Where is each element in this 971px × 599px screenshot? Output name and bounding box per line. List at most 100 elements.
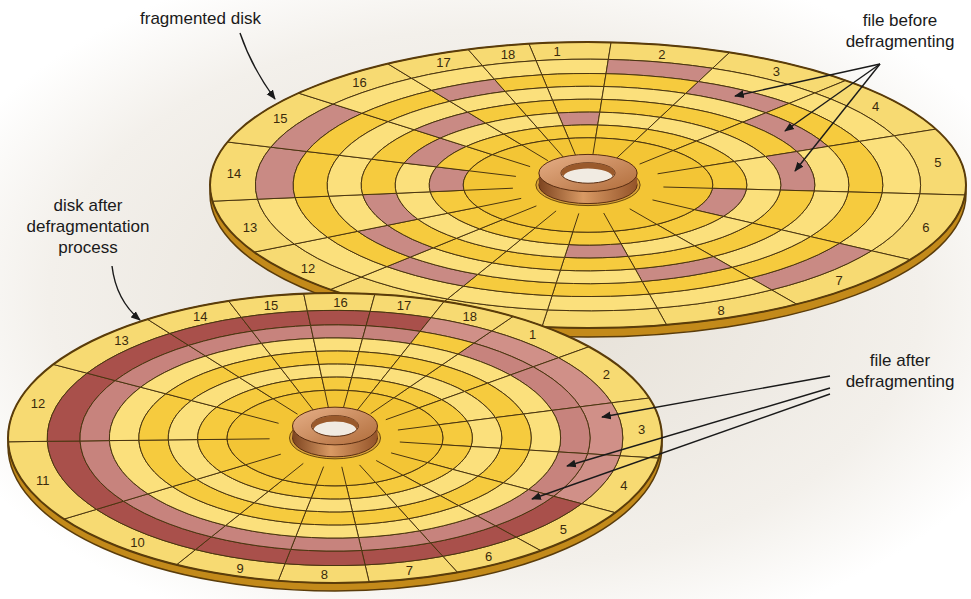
track-sector — [558, 112, 600, 126]
hub-top — [292, 407, 377, 445]
track-sector — [565, 244, 629, 258]
disk-outline — [8, 293, 662, 583]
track-sector — [536, 59, 608, 75]
sector-number: 5 — [560, 522, 567, 537]
sector-number: 5 — [934, 154, 941, 169]
track-sector — [322, 377, 352, 390]
sector-line — [400, 442, 442, 445]
sector-line — [522, 145, 548, 161]
leader-arrow — [532, 394, 830, 499]
sector-number: 3 — [638, 421, 645, 436]
rim-cell — [304, 293, 375, 311]
inner-face — [227, 390, 443, 486]
sector-line — [573, 213, 579, 231]
callout-label: file after defragmenting — [836, 350, 964, 392]
sector-number: 15 — [264, 297, 278, 312]
sector-line — [658, 167, 703, 174]
sector-number: 16 — [333, 294, 347, 309]
sector-number: 18 — [501, 47, 515, 62]
leader-arrow — [567, 388, 830, 466]
sector-line — [246, 454, 281, 465]
sector-line — [227, 438, 270, 440]
sector-line — [357, 393, 371, 411]
rim-cell — [529, 42, 611, 61]
track-sector — [542, 74, 606, 88]
sector-number: 12 — [31, 395, 45, 410]
sector-number: 4 — [620, 477, 627, 492]
callout-label: disk after defragmentation process — [18, 195, 158, 258]
hub-top — [539, 154, 637, 191]
sector-line — [316, 467, 323, 486]
callout-label: fragmented disk — [140, 8, 261, 29]
sector-line — [604, 213, 614, 231]
disk-outline — [210, 42, 966, 328]
sector-line — [371, 398, 394, 414]
sector-number: 18 — [462, 308, 476, 323]
sector-number: 16 — [352, 75, 366, 90]
track-sector — [538, 126, 569, 141]
sector-line — [386, 408, 419, 420]
hub-hole — [312, 416, 359, 437]
track-sector — [311, 485, 349, 499]
sector-line — [478, 198, 521, 207]
sector-number: 1 — [553, 44, 560, 59]
sector-line — [283, 463, 304, 480]
sector-line — [325, 390, 329, 409]
sector-number: 6 — [485, 549, 492, 564]
sector-number: 2 — [603, 367, 610, 382]
sector-line — [535, 211, 556, 228]
sector-number: 15 — [273, 110, 287, 125]
sector-line — [343, 391, 348, 410]
sector-line — [469, 171, 516, 177]
track-sector — [307, 310, 370, 325]
sector-line — [391, 453, 427, 463]
sector-line — [242, 414, 279, 424]
track-sector — [301, 511, 356, 525]
sector-number: 8 — [321, 567, 328, 582]
track-sector — [285, 549, 365, 565]
sector-line — [273, 399, 297, 414]
sector-line — [492, 155, 530, 167]
sector-number: 8 — [717, 302, 724, 317]
track-sector — [569, 231, 621, 245]
disk-edge — [8, 301, 662, 591]
sector-number: 6 — [922, 219, 929, 234]
sector-number: 7 — [836, 273, 843, 288]
sector-number: 14 — [227, 166, 241, 181]
track-sector — [547, 86, 604, 100]
sector-number: 3 — [773, 64, 780, 79]
track-sector — [296, 524, 359, 538]
track-sector — [439, 421, 473, 446]
disk — [8, 293, 662, 591]
sector-number: 13 — [243, 219, 257, 234]
disk-face — [8, 293, 662, 583]
disk-face — [210, 42, 966, 328]
track-sector — [319, 364, 355, 378]
sector-number: 17 — [397, 298, 411, 313]
sector-number: 17 — [436, 55, 450, 70]
sector-number: 7 — [406, 563, 413, 578]
leader-arrow — [112, 266, 140, 320]
track-sector — [316, 351, 359, 365]
sector-number: 10 — [130, 535, 144, 550]
track-sector — [311, 325, 367, 339]
sector-line — [464, 188, 513, 190]
rim-cell — [278, 564, 369, 583]
leader-arrow — [785, 64, 880, 131]
sector-line — [342, 467, 347, 486]
callout-label: file before defragmenting — [836, 10, 964, 52]
hub-hole-wall — [561, 163, 615, 177]
sector-line — [663, 187, 712, 188]
sector-line — [630, 209, 657, 225]
hub-hole — [561, 163, 615, 183]
sector-line — [398, 425, 439, 430]
sector-number: 9 — [236, 560, 243, 575]
leader-arrow — [602, 376, 830, 417]
sector-number: 1 — [529, 326, 536, 341]
track-sector — [313, 338, 362, 352]
track-sector — [560, 256, 635, 271]
sector-number: 14 — [193, 308, 207, 323]
